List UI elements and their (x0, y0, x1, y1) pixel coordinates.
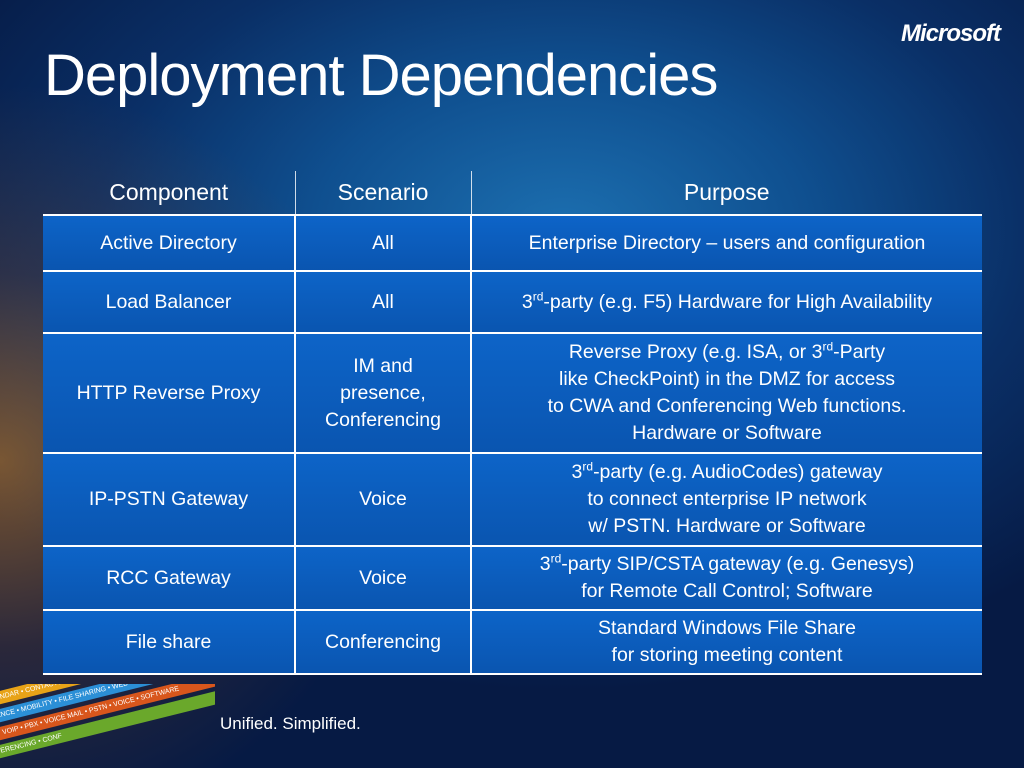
ordinal-superscript: rd (822, 339, 834, 354)
scenario-line: IM and (353, 354, 413, 377)
scenario-line: Conferencing (325, 408, 441, 431)
cell-component: IP-PSTN Gateway (43, 453, 295, 547)
table-row: HTTP Reverse Proxy IM and presence, Confere… (43, 333, 982, 454)
purpose-text: Hardware or Software (632, 422, 822, 444)
purpose-text: -party SIP/CSTA gateway (e.g. Genesys) (561, 553, 915, 575)
purpose-line: to connect enterprise IP network (476, 486, 978, 513)
purpose-text: 3 (539, 553, 551, 575)
purpose-line: Enterprise Directory – users and configu… (476, 230, 978, 257)
cell-scenario: IM and presence, Conferencing (294, 333, 471, 454)
purpose-text: for Remote Call Control; Software (581, 580, 873, 602)
purpose-text: to CWA and Conferencing Web functions. (547, 395, 907, 417)
ordinal-superscript: rd (532, 289, 544, 303)
scenario-line: Voice (359, 566, 407, 589)
purpose-text: for storing meeting content (611, 644, 843, 666)
cell-scenario: All (294, 271, 471, 334)
slide-title: Deployment Dependencies (44, 43, 718, 108)
purpose-line: Hardware or Software (476, 420, 978, 447)
purpose-line: like CheckPoint) in the DMZ for access (476, 366, 978, 393)
purpose-text: to connect enterprise IP network (587, 488, 867, 510)
purpose-text: w/ PSTN. Hardware or Software (588, 515, 866, 537)
purpose-text: Reverse Proxy (e.g. ISA, or 3 (568, 341, 823, 363)
cell-purpose: Standard Windows File Share for storing m… (470, 610, 982, 675)
cell-scenario: Voice (294, 546, 471, 611)
purpose-text: 3 (521, 290, 533, 313)
purpose-line: for storing meeting content (476, 642, 978, 669)
cell-component: Active Directory (43, 215, 295, 272)
dependencies-table: Component Scenario Purpose Active Direct… (43, 171, 982, 675)
cell-component: HTTP Reverse Proxy (43, 333, 295, 454)
purpose-text: Enterprise Directory – users and configu… (528, 231, 926, 254)
purpose-line: to CWA and Conferencing Web functions. (476, 393, 978, 420)
cell-scenario: All (294, 215, 471, 272)
unified-communications-badge: LENDAR • CONTACTS • PSENCE • MOBILITY • … (0, 684, 215, 768)
header-purpose: Purpose (470, 171, 982, 215)
microsoft-logo: Microsoft (901, 20, 1001, 47)
scenario-line: presence, (340, 381, 426, 404)
cell-scenario: Conferencing (294, 610, 471, 675)
cell-component: File share (43, 610, 295, 675)
header-scenario: Scenario (294, 171, 471, 215)
table-row: IP-PSTN Gateway Voice 3rd-party (e.g. Audi… (43, 453, 982, 547)
cell-component: RCC Gateway (43, 546, 295, 611)
ordinal-superscript: rd (550, 551, 562, 566)
table-row: File share Conferencing Standard Windows F… (43, 610, 982, 675)
cell-purpose: Enterprise Directory – users and configu… (470, 215, 982, 272)
purpose-text: -party (e.g. F5) Hardware for High Avail… (543, 290, 933, 313)
tagline: Unified. Simplified. (220, 714, 361, 733)
purpose-line: 3rd-party (e.g. F5) Hardware for High Av… (476, 289, 978, 316)
purpose-line: Standard Windows File Share (476, 615, 978, 642)
purpose-text: -Party (833, 341, 886, 363)
purpose-line: 3rd-party (e.g. AudioCodes) gateway (476, 459, 978, 486)
purpose-line: w/ PSTN. Hardware or Software (476, 513, 978, 540)
table-row: Load Balancer All 3rd-party (e.g. F5) Hard… (43, 271, 982, 334)
purpose-text: Standard Windows File Share (598, 617, 856, 639)
cell-component: Load Balancer (43, 271, 295, 334)
purpose-line: Reverse Proxy (e.g. ISA, or 3rd-Party (476, 339, 978, 366)
purpose-line: 3rd-party SIP/CSTA gateway (e.g. Genesys… (476, 551, 978, 578)
purpose-line: for Remote Call Control; Software (476, 578, 978, 605)
purpose-text: 3 (571, 461, 583, 483)
cell-purpose: 3rd-party SIP/CSTA gateway (e.g. Genesys… (470, 546, 982, 611)
scenario-line: Conferencing (325, 630, 441, 653)
table-row: Active Directory All Enterprise Directory … (43, 215, 982, 272)
scenario-line: All (372, 231, 394, 254)
purpose-text: -party (e.g. AudioCodes) gateway (593, 461, 883, 483)
scenario-line: Voice (359, 488, 407, 510)
ordinal-superscript: rd (582, 459, 594, 474)
purpose-text: like CheckPoint) in the DMZ for access (559, 368, 895, 390)
cell-purpose: 3rd-party (e.g. F5) Hardware for High Av… (470, 271, 982, 334)
table-header-row: Component Scenario Purpose (43, 171, 982, 215)
table-row: RCC Gateway Voice 3rd-party SIP/CSTA gatew… (43, 546, 982, 611)
header-component: Component (109, 179, 229, 205)
cell-scenario: Voice (294, 453, 471, 547)
scenario-line: All (372, 290, 394, 313)
